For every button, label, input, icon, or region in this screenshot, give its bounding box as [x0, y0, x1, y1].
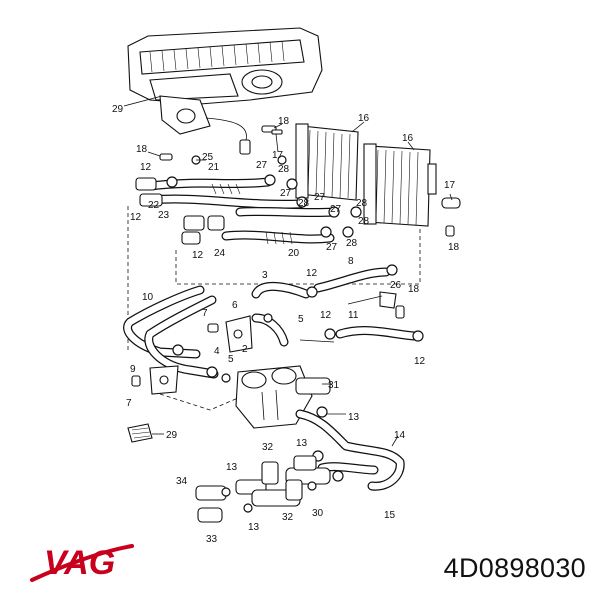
callout-label: 15 — [384, 510, 396, 521]
callout-label: 28 — [356, 198, 368, 209]
callout-label: 12 — [140, 162, 152, 173]
callout-label: 28 — [298, 198, 310, 209]
callout-label: 18 — [278, 116, 290, 127]
callout-label: 26 — [390, 280, 402, 291]
callout-label: 16 — [358, 113, 370, 124]
callout-label: 23 — [158, 210, 170, 221]
callout-label: 22 — [148, 200, 160, 211]
callout-label: 27 — [314, 192, 326, 203]
callout-label: 18 — [448, 242, 460, 253]
callout-label: 21 — [208, 162, 220, 173]
callout-label: 34 — [176, 476, 188, 487]
callout-label: 10 — [142, 292, 154, 303]
callout-label: 18 — [408, 284, 420, 295]
callout-labels: 29 18 16 16 18 25 17 12 21 27 28 17 27 2… — [112, 104, 460, 545]
logo-text: VAG — [44, 544, 115, 582]
callout-label: 28 — [358, 216, 370, 227]
callout-label: 12 — [306, 268, 318, 279]
callout-label: 12 — [320, 310, 332, 321]
callout-label: 29 — [112, 104, 124, 115]
callout-label: 20 — [288, 248, 300, 259]
leader-lines — [123, 95, 453, 447]
callout-label: 13 — [296, 438, 308, 449]
connector-group-upper — [135, 174, 362, 245]
callout-label: 28 — [278, 164, 290, 175]
logo-swoosh — [30, 544, 134, 582]
callout-label: 13 — [248, 522, 260, 533]
callout-label: 4 — [214, 346, 220, 357]
callout-label: 28 — [346, 238, 358, 249]
heater-box-assembly — [127, 27, 323, 155]
callout-label: 12 — [130, 212, 142, 223]
callout-label: 8 — [348, 256, 354, 267]
callout-label: 7 — [202, 308, 208, 319]
callout-label: 6 — [232, 300, 238, 311]
callout-label: 9 — [130, 364, 136, 375]
callout-label: 13 — [226, 462, 238, 473]
callout-label: 33 — [206, 534, 218, 545]
callout-label: 2 — [242, 344, 248, 355]
vag-logo: VAG — [30, 544, 134, 582]
upper-hoses — [145, 177, 339, 245]
callout-label: 27 — [330, 204, 342, 215]
callout-label: 7 — [126, 398, 132, 409]
callout-label: 27 — [326, 242, 338, 253]
heat-exchanger-right — [363, 143, 437, 227]
callout-label: 30 — [312, 508, 324, 519]
callout-label: 25 — [202, 152, 214, 163]
control-unit-29 — [127, 423, 153, 443]
callout-label: 11 — [348, 310, 359, 321]
callout-label: 17 — [272, 150, 284, 161]
callout-label: 29 — [166, 430, 178, 441]
callout-label: 16 — [402, 133, 414, 144]
callout-label: 12 — [414, 356, 426, 367]
coolant-valve — [235, 365, 331, 429]
fasteners — [159, 125, 461, 319]
callout-label: 14 — [394, 430, 406, 441]
callout-label: 31 — [328, 380, 340, 391]
callout-label: 3 — [262, 270, 268, 281]
bracket-parts — [131, 264, 424, 395]
callout-label: 5 — [228, 354, 234, 365]
lower-hoses — [295, 406, 405, 491]
pipe-fittings — [195, 455, 331, 523]
part-number: 4D0898030 — [443, 553, 586, 583]
callout-label: 27 — [256, 160, 268, 171]
callout-label: 24 — [214, 248, 226, 259]
callout-label: 27 — [280, 188, 292, 199]
callout-label: 32 — [282, 512, 294, 523]
callout-label: 17 — [444, 180, 456, 191]
middle-hoses — [123, 267, 419, 379]
callout-label: 32 — [262, 442, 274, 453]
heat-exchanger-left — [295, 123, 359, 201]
callout-label: 18 — [136, 144, 148, 155]
callout-label: 5 — [298, 314, 304, 325]
callout-label: 12 — [192, 250, 204, 261]
callout-label: 13 — [348, 412, 360, 423]
